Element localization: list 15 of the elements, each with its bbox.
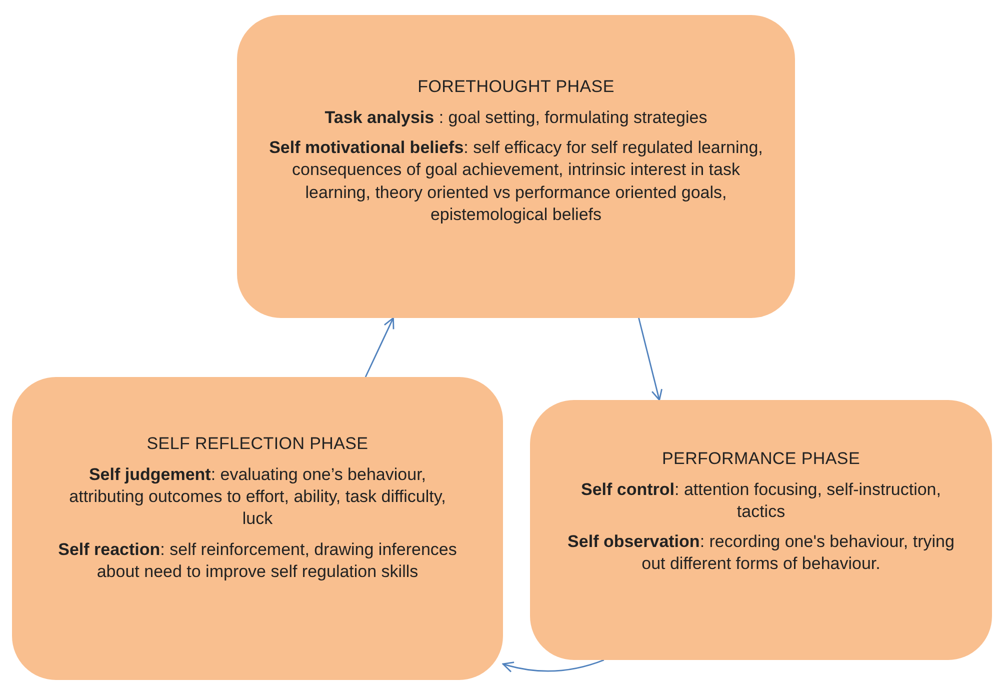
- phase-description: Self motivational beliefs: self efficacy for self regulated learning, consequences of goal achievement, intrinsic interest in task learning, theory oriented vs performance oriented goals, epistemological beliefs: [268, 137, 764, 226]
- arrow: [638, 318, 662, 401]
- phase-description: Self judgement: evaluating one’s behaviour, attributing outcomes to effort, ability, task difficulty, luck: [68, 464, 447, 530]
- phase-box: [12, 377, 503, 680]
- phase-heading: SELF REFLECTION PHASE: [146, 434, 368, 454]
- phase-description: Task analysis : goal setting, formulating strategies: [324, 107, 708, 130]
- phase-description: Self observation: recording one's behaviour, trying out different forms of behaviour.: [566, 531, 956, 576]
- phase-description: Self reaction: self reinforcement, drawing inferences about need to improve self regulation skills: [58, 538, 458, 583]
- phase-heading: FORETHOUGHT PHASE: [418, 77, 614, 98]
- phase-box: [237, 15, 795, 318]
- phase-box: [530, 400, 992, 660]
- arrow: [364, 317, 394, 378]
- arrow: [502, 659, 604, 672]
- phase-description: Self control: attention focusing, self-instruction, tactics: [580, 478, 942, 523]
- phase-heading: PERFORMANCE PHASE: [662, 448, 860, 469]
